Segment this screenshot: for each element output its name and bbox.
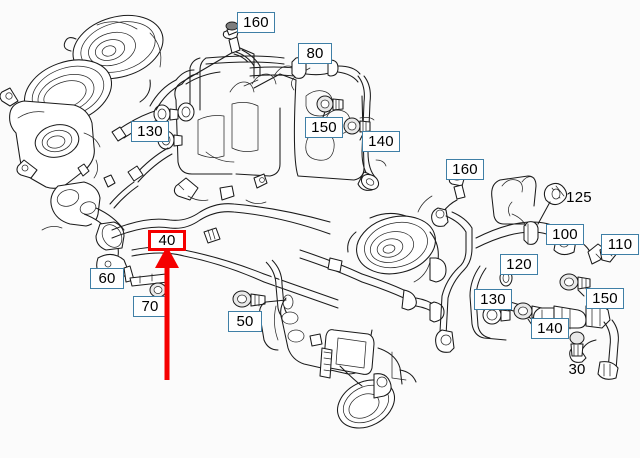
callout-label-50[interactable]: 50 [228,311,262,332]
callout-label-160[interactable]: 160 [237,12,275,33]
bolt-50 [232,290,266,308]
bolt-150-right [559,273,591,297]
left-turbocharger-assembly [0,14,164,189]
callout-label-130[interactable]: 130 [474,289,512,310]
callout-label-30[interactable]: 30 [568,361,586,378]
callout-label-60[interactable]: 60 [90,268,124,289]
highlight-arrow [155,246,179,380]
right-turbocharger-assembly [347,212,447,283]
clip-125 [537,182,568,225]
callout-label-125[interactable]: 125 [566,189,592,206]
bolt-150-upper [316,95,344,123]
callout-label-80[interactable]: 80 [298,43,332,64]
bracket-arm-center [265,259,295,321]
callout-label-130[interactable]: 130 [131,121,169,142]
right-valve-cover [491,175,537,225]
center-exhaust-manifold [259,297,417,429]
upper-coolant-pipe-80 [189,21,361,111]
callout-label-140[interactable]: 140 [531,318,569,339]
callout-label-140[interactable]: 140 [362,131,400,152]
bolt-30 [569,331,585,357]
callout-label-150[interactable]: 150 [305,117,343,138]
callout-label-70[interactable]: 70 [133,296,167,317]
callout-label-150[interactable]: 150 [586,288,624,309]
callout-label-40-highlighted[interactable]: 40 [148,230,186,251]
callout-label-110[interactable]: 110 [601,234,639,255]
main-long-pipe-40 [111,203,445,323]
callout-label-100[interactable]: 100 [546,224,584,245]
callout-label-120[interactable]: 120 [500,254,538,275]
left-manifold-downpipe [50,163,125,257]
bolt-140-upper [343,117,371,141]
callout-label-160[interactable]: 160 [446,159,484,180]
